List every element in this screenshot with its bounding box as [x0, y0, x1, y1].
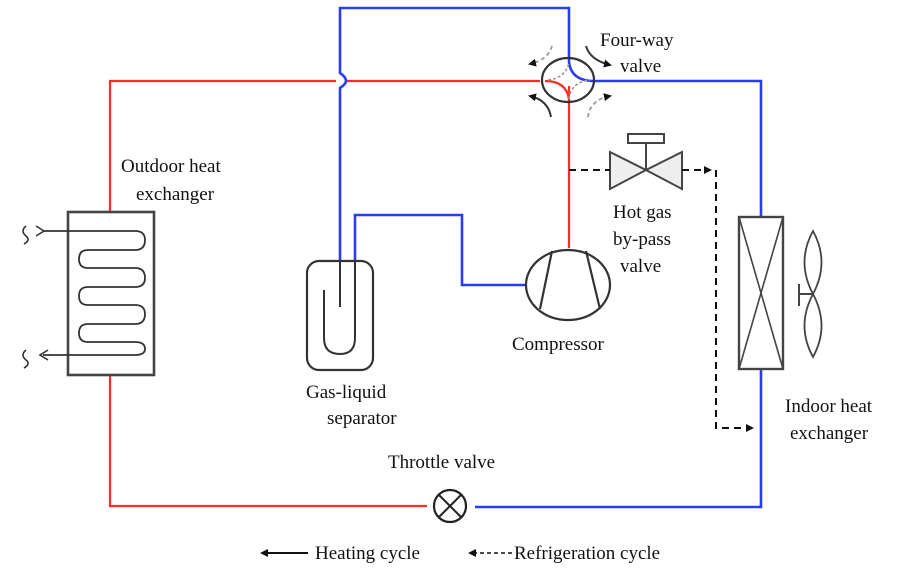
- separator-label-2: separator: [327, 408, 397, 429]
- fan-blade: [803, 229, 823, 296]
- compressor-label: Compressor: [512, 334, 605, 355]
- pipe-outdoor-to-valve-top: [108, 79, 336, 212]
- gas-liquid-separator[interactable]: [305, 259, 375, 372]
- valve-arrow-icon: [528, 93, 552, 118]
- throttle-valve-label: Throttle valve: [388, 452, 495, 473]
- pipe-indoor-to-throttle: [475, 370, 763, 509]
- outdoor-hx-label-1: Outdoor heat: [121, 156, 221, 177]
- bypass-line-to-indoor: [715, 170, 754, 432]
- refrigeration-pipes: [338, 6, 763, 509]
- indoor-hx-label-1: Indoor heat: [785, 396, 873, 417]
- air-in-arrow-icon: [35, 225, 46, 237]
- separator-u-tube: [323, 262, 356, 356]
- four-way-valve[interactable]: [528, 45, 612, 118]
- fan-icon: [798, 229, 823, 359]
- valve-red-arc: [544, 79, 571, 101]
- valve-arrow-icon: [528, 45, 553, 67]
- separator-label-1: Gas-liquid: [306, 382, 387, 403]
- throttle-valve[interactable]: [432, 488, 468, 524]
- valve-arrow-icon: [587, 93, 612, 118]
- four-way-valve-body: [540, 56, 596, 104]
- compressor[interactable]: [524, 248, 612, 322]
- bypass-valve-label-3: valve: [620, 256, 661, 277]
- pipe-valve-to-indoor: [592, 79, 763, 217]
- valve-inner-path: [568, 79, 591, 100]
- bypass-valve-label-2: by-pass: [613, 229, 671, 250]
- legend: Heating cycle Refrigeration cycle: [260, 543, 660, 564]
- outdoor-heat-exchanger[interactable]: [22, 210, 156, 377]
- compressor-blade: [538, 250, 554, 310]
- valve-inner-path: [547, 61, 570, 81]
- air-flow-icon: [22, 349, 29, 369]
- pipe-outdoor-to-throttle: [108, 376, 427, 508]
- pipe-separator-to-valve: [338, 6, 571, 265]
- four-way-valve-label-1: Four-way: [600, 30, 674, 51]
- legend-heating-label: Heating cycle: [315, 543, 420, 564]
- heating-pipes: [108, 79, 571, 508]
- four-way-valve-label-2: valve: [620, 56, 661, 77]
- air-flow-icon: [22, 225, 29, 245]
- valve-blue-arc: [567, 61, 593, 83]
- air-out-arrow-icon: [38, 349, 49, 361]
- indoor-heat-exchanger[interactable]: [737, 215, 785, 371]
- valve-arrow-icon: [585, 45, 612, 68]
- fan-blade: [803, 292, 823, 359]
- indoor-hx-label-2: exchanger: [790, 423, 869, 444]
- bypass-valve-actuator: [627, 133, 665, 144]
- compressor-blade: [584, 250, 602, 310]
- compressor-body: [524, 248, 612, 322]
- outdoor-hx-label-2: exchanger: [136, 184, 215, 205]
- legend-refrigeration-label: Refrigeration cycle: [514, 543, 660, 564]
- outdoor-hx-body: [66, 210, 156, 377]
- bypass-valve-left-triangle: [609, 150, 649, 191]
- outdoor-hx-coil: [43, 230, 146, 356]
- hot-gas-bypass-valve[interactable]: [609, 133, 683, 191]
- bypass-valve-label-1: Hot gas: [613, 202, 672, 223]
- pipe-separator-to-compressor: [353, 213, 527, 287]
- indoor-hx-cross: [738, 216, 784, 370]
- bypass-valve-right-triangle: [643, 150, 683, 191]
- throttle-valve-cross: [438, 494, 462, 518]
